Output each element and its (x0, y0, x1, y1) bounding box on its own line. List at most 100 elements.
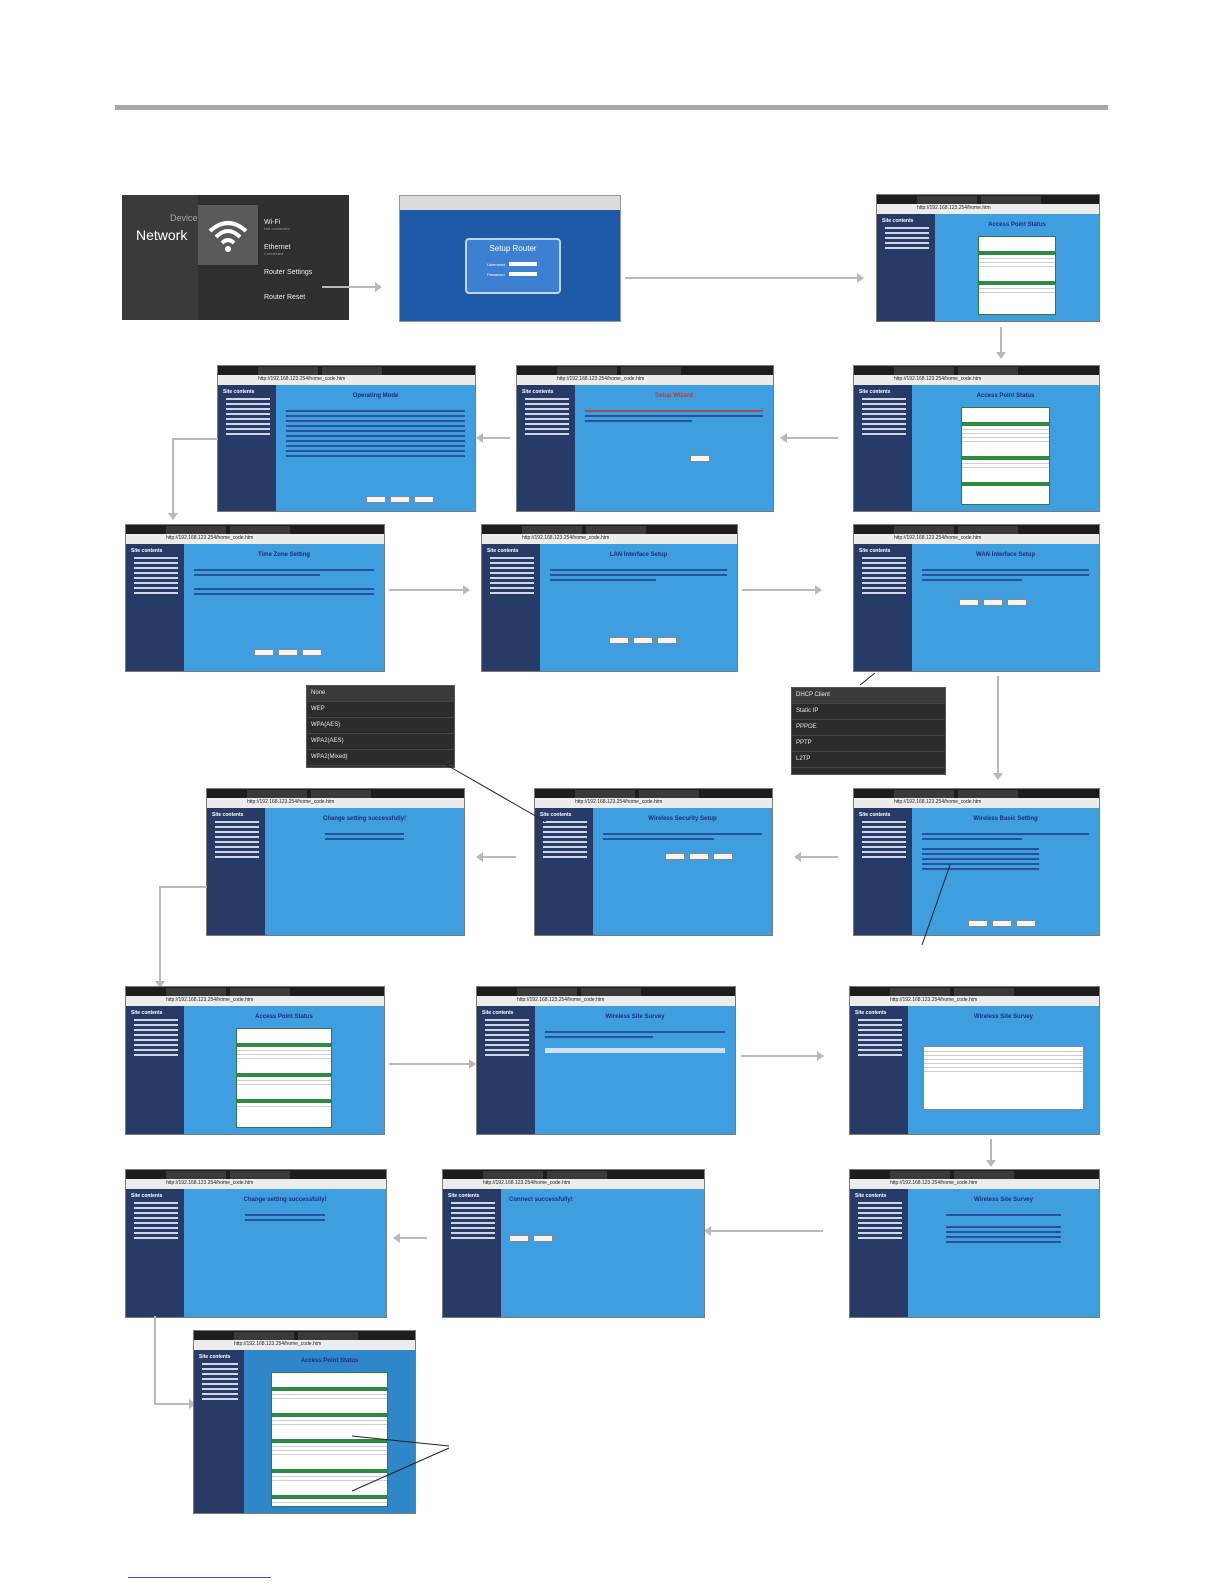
address-url: http://192.168.123.254/home_code.htm (234, 1341, 322, 1347)
option-wpa-aes[interactable]: WPA(AES) (307, 718, 454, 734)
address-url: http://192.168.123.254/home_code.htm (894, 799, 982, 805)
option-wpa2-aes[interactable]: WPA2(AES) (307, 734, 454, 750)
sidebar-title: Site contents (855, 1193, 887, 1199)
screen-wireless-basic-setting: http://192.168.123.254/home_code.htm Sit… (853, 788, 1100, 936)
option-pppoe[interactable]: PPPOE (792, 720, 945, 736)
settings-item-router-reset[interactable]: Router Reset (264, 294, 349, 319)
screen-access-point-status-final: http://192.168.123.254/home_code.htm Sit… (193, 1330, 416, 1514)
arrow-left (476, 852, 516, 862)
sidebar-title: Site contents (212, 812, 244, 818)
screen-title: Access Point Status (976, 393, 1035, 399)
username-input[interactable] (509, 262, 537, 266)
option-wpa2-mixed[interactable]: WPA2(Mixed) (307, 750, 454, 766)
screen-title: LAN Interface Setup (609, 552, 668, 558)
arrow-right (625, 273, 864, 283)
encryption-dropdown[interactable]: None WEP WPA(AES) WPA2(AES) WPA2(Mixed) (306, 685, 455, 768)
screen-title: Connect successfully! (509, 1197, 573, 1203)
screen-title: Operating Mode (352, 393, 399, 399)
option-pptp[interactable]: PPTP (792, 736, 945, 752)
item-label: Ethernet (264, 244, 291, 251)
arrow-down (986, 1139, 996, 1167)
item-sub: Connected (264, 251, 284, 256)
screen-title: Wireless Site Survey (974, 1197, 1033, 1203)
screen-wan-interface-setup: http://192.168.123.254/home_code.htm Sit… (853, 524, 1100, 672)
login-card: Setup Router Username Password (465, 238, 561, 294)
arrow-down (993, 676, 1003, 780)
arrow-down (996, 327, 1006, 359)
connector-line (154, 1316, 156, 1404)
username-label: Username (487, 262, 506, 267)
screen-title: Access Point Status (255, 1014, 313, 1020)
address-url: http://192.168.123.254/home_code.htm (894, 376, 982, 382)
address-url: http://192.168.123.254/home_code.htm (522, 535, 610, 541)
sidebar-title: Site contents (859, 548, 891, 554)
arrow-right (154, 1399, 196, 1409)
arrow-left (780, 433, 838, 443)
screen-title: WAN Interface Setup (975, 552, 1035, 558)
screen-title: Wireless Basic Setting (973, 816, 1038, 822)
password-label: Password (487, 272, 505, 277)
wan-type-dropdown[interactable]: DHCP Client Static IP PPPOE PPTP L2TP (791, 687, 946, 775)
item-label: Router Settings (264, 269, 313, 276)
sidebar-title: Site contents (448, 1193, 480, 1199)
screen-connect-successfully: http://192.168.123.254/home_code.htm Sit… (442, 1169, 705, 1318)
screen-title: Time Zone Setting (258, 552, 310, 558)
screen-setup-wizard: http://192.168.123.254/home_code.htm Sit… (516, 365, 774, 512)
arrow-left (794, 852, 838, 862)
sidebar-title: Site contents (223, 389, 255, 395)
arrow-right (389, 1059, 476, 1069)
sidebar-title: Site contents (859, 812, 891, 818)
screen-operating-mode: http://192.168.123.254/home_code.htm Sit… (217, 365, 476, 512)
option-dhcp-client[interactable]: DHCP Client (792, 688, 945, 704)
option-none[interactable]: None (307, 686, 454, 702)
sidebar-title: Site contents (859, 389, 891, 395)
address-url: http://192.168.123.254/home_code.htm (166, 1180, 254, 1186)
sidebar-title: Site contents (882, 218, 914, 224)
screen-access-point-status: http://192.168.123.254/home_code.htm Sit… (853, 365, 1100, 512)
device-label: Device (170, 213, 198, 223)
screen-title: Change setting successfully! (322, 816, 407, 822)
address-url: http://192.168.123.254/home.htm (917, 205, 991, 211)
screen-time-zone-setting: http://192.168.123.254/home_code.htm Sit… (125, 524, 385, 672)
arrow-left (476, 433, 510, 443)
password-input[interactable] (509, 272, 537, 276)
address-url: http://192.168.123.254/home_code.htm (890, 997, 978, 1003)
sidebar-title: Site contents (131, 548, 163, 554)
arrow-right (741, 1051, 824, 1061)
screen-change-setting-successfully: http://192.168.123.254/home_code.htm Sit… (125, 1169, 387, 1318)
sidebar-title: Site contents (522, 389, 554, 395)
login-title: Setup Router (489, 244, 537, 253)
top-rule (115, 105, 1108, 110)
address-url: http://192.168.123.254/home_code.htm (575, 799, 663, 805)
item-label: Router Reset (264, 294, 306, 301)
browser-bar (400, 196, 620, 210)
connector-line (159, 886, 207, 888)
screen-wireless-security-setup: http://192.168.123.254/home_code.htm Sit… (534, 788, 773, 936)
sidebar-title: Site contents (131, 1010, 163, 1016)
screen-access-point-status: http://192.168.123.254/home_code.htm Sit… (125, 986, 385, 1135)
connector-line (172, 438, 218, 440)
screen-access-point-status: http://192.168.123.254/home.htm Site con… (876, 194, 1100, 322)
arrow-right (742, 585, 822, 595)
arrow-down (155, 886, 165, 988)
screen-wireless-site-survey-connect: http://192.168.123.254/home_code.htm Sit… (849, 1169, 1100, 1318)
option-wep[interactable]: WEP (307, 702, 454, 718)
sidebar-title: Site contents (540, 812, 572, 818)
screen-wireless-site-survey: http://192.168.123.254/home_code.htm Sit… (476, 986, 736, 1135)
address-url: http://192.168.123.254/home_code.htm (557, 376, 645, 382)
screen-title: Access Point Status (988, 222, 1046, 228)
address-url: http://192.168.123.254/home_code.htm (247, 799, 335, 805)
option-l2tp[interactable]: L2TP (792, 752, 945, 768)
screen-lan-interface-setup: http://192.168.123.254/home_code.htm Sit… (481, 524, 738, 672)
sidebar-title: Site contents (855, 1010, 887, 1016)
settings-item-router-settings[interactable]: Router Settings (264, 269, 349, 294)
sidebar-title: Site contents (482, 1010, 514, 1016)
item-sub: Not connected (264, 226, 290, 231)
address-url: http://192.168.123.254/home_code.htm (166, 535, 254, 541)
screen-title: Access Point Status (300, 1358, 359, 1364)
network-label: Network (136, 227, 188, 243)
option-static-ip[interactable]: Static IP (792, 704, 945, 720)
